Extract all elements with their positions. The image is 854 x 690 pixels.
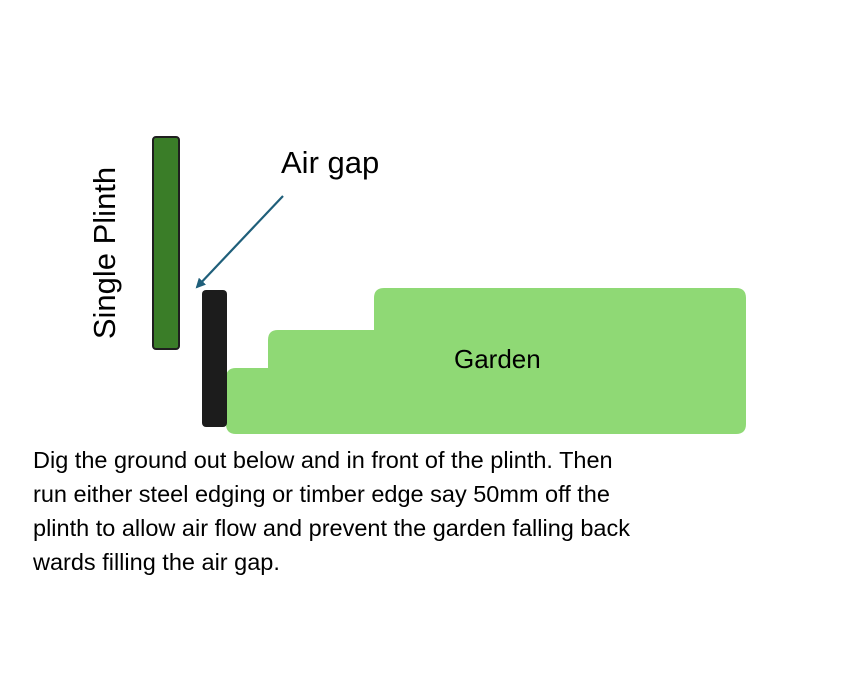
plinth-label: Single Plinth bbox=[87, 166, 122, 340]
garden-label: Garden bbox=[454, 344, 541, 374]
caption-line: run either steel edging or timber edge s… bbox=[33, 481, 610, 507]
caption-line: plinth to allow air flow and prevent the… bbox=[33, 515, 631, 541]
edging-strip bbox=[202, 290, 227, 427]
air-gap-arrow bbox=[195, 195, 284, 289]
air-gap-label: Air gap bbox=[281, 145, 380, 180]
instruction-caption: Dig the ground out below and in front of… bbox=[33, 443, 773, 579]
single-plinth-block bbox=[152, 136, 180, 350]
caption-line: Dig the ground out below and in front of… bbox=[33, 447, 613, 473]
garden-bed-shape bbox=[226, 288, 746, 434]
caption-line: wards filling the air gap. bbox=[33, 549, 280, 575]
